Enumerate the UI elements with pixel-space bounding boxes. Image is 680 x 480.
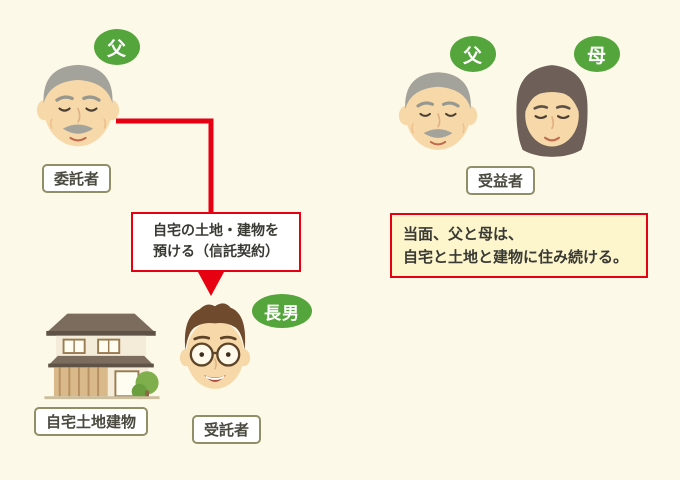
father-avatar [36,56,120,156]
trustee-badge: 長男 [252,294,312,328]
trustee-role-text: 受託者 [204,421,250,439]
house-illustration [38,306,164,402]
arrow-head-icon [198,272,224,296]
beneficiary-mother-badge: 母 [574,36,620,72]
settlor-badge: 父 [94,29,140,65]
beneficiary-mother-avatar [508,60,596,162]
beneficiary-father-badge: 父 [450,36,496,72]
trust-agreement-box: 自宅の土地・建物を 預ける（信託契約） [131,212,301,272]
beneficiary-father-badge-label: 父 [462,44,483,67]
trust-agreement-line1: 自宅の土地・建物を [153,223,279,239]
note-line1: 当面、父と母は、 [403,225,524,243]
trustee-role-label: 受託者 [192,415,262,444]
settlor-role-text: 委託者 [54,170,100,188]
elderly-man-icon [398,72,478,150]
property-label-text: 自宅土地建物 [46,413,137,431]
property-label: 自宅土地建物 [34,407,149,436]
settlor-role-label: 委託者 [42,164,112,193]
beneficiary-role-label: 受益者 [466,166,536,195]
young-man-glasses-icon [179,303,251,389]
beneficiary-father-avatar [398,64,478,159]
elderly-man-icon [36,64,120,147]
beneficiary-role-text: 受益者 [478,172,524,190]
trustee-badge-label: 長男 [264,303,300,324]
beneficiary-mother-badge-label: 母 [586,44,607,67]
beneficiary-note-box: 当面、父と母は、 自宅と土地と建物に住み続ける。 [390,213,648,278]
trust-agreement-line2: 預ける（信託契約） [153,244,279,260]
son-avatar [176,298,254,408]
note-line2: 自宅と土地と建物に住み続ける。 [403,247,629,266]
elderly-woman-icon [516,65,588,157]
settlor-badge-label: 父 [106,37,127,60]
house-icon [44,313,160,400]
